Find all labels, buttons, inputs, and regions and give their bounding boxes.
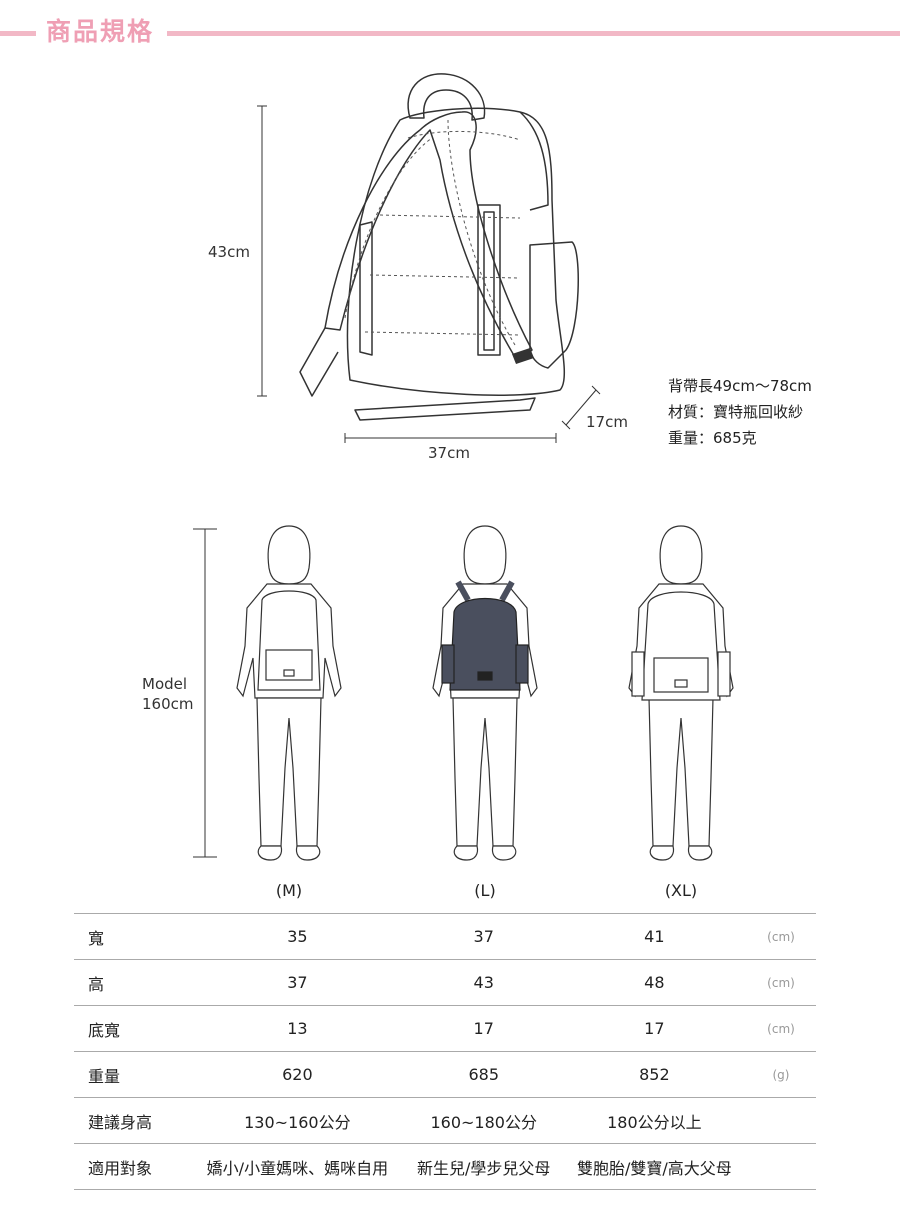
- model-figures: [193, 525, 734, 861]
- handle-icon: [407, 73, 486, 121]
- shoulder-strap: [324, 111, 533, 363]
- size-label-m: (M): [275, 881, 303, 900]
- cell-m: 35: [190, 913, 405, 960]
- size-spec-table: 寬 35 37 41 (cm) 高 37 43 48 (cm) 底寬 13 17…: [74, 913, 816, 1190]
- cell-m: 嬌小/小童媽咪、媽咪自用: [190, 1143, 405, 1190]
- cell-l: 43: [404, 959, 563, 1006]
- unit-label: (g): [746, 1051, 816, 1098]
- cell-l: 37: [404, 913, 563, 960]
- row-label: 重量: [74, 1051, 190, 1098]
- table-row: 高 37 43 48 (cm): [74, 959, 816, 1006]
- backpack-diagram: [257, 73, 601, 443]
- unit-label: (cm): [746, 1005, 816, 1052]
- cell-l: 17: [404, 1005, 563, 1052]
- size-label-xl: (XL): [664, 881, 698, 900]
- page-title: 商品規格: [46, 17, 155, 46]
- model-label-line2: 160cm: [142, 695, 194, 713]
- unit-label: (cm): [746, 959, 816, 1006]
- dimension-height-label: 43cm: [208, 243, 250, 261]
- header-line-left: [0, 31, 36, 36]
- header-line-right: [167, 31, 900, 36]
- dimension-width-label: 37cm: [428, 444, 470, 462]
- row-label: 適用對象: [74, 1143, 190, 1190]
- cell-xl: 48: [562, 959, 746, 1006]
- spec-strap-length: 背帶長49cm～78cm: [668, 377, 812, 395]
- spec-material: 材質：寶特瓶回收紗: [668, 403, 804, 421]
- cell-xl: 852: [562, 1051, 746, 1098]
- table-row: 底寬 13 17 17 (cm): [74, 1005, 816, 1052]
- model-height-label: Model 160cm: [142, 674, 194, 714]
- cell-xl: 雙胞胎/雙寶/高大父母: [562, 1143, 746, 1190]
- row-label: 高: [74, 959, 190, 1006]
- cell-m: 13: [190, 1005, 405, 1052]
- dimension-depth-label: 17cm: [586, 413, 628, 431]
- cell-l: 685: [404, 1051, 563, 1098]
- cell-m: 37: [190, 959, 405, 1006]
- unit-label: (cm): [746, 913, 816, 960]
- table-row: 建議身高 130~160公分 160~180公分 180公分以上: [74, 1097, 816, 1144]
- cell-m: 130~160公分: [190, 1097, 405, 1144]
- table-row: 寬 35 37 41 (cm): [74, 913, 816, 960]
- row-label: 底寬: [74, 1005, 190, 1052]
- cell-l: 160~180公分: [404, 1097, 563, 1144]
- cell-xl: 17: [562, 1005, 746, 1052]
- spec-weight: 重量：685克: [668, 429, 757, 447]
- row-label: 寬: [74, 913, 190, 960]
- cell-xl: 180公分以上: [562, 1097, 746, 1144]
- cell-xl: 41: [562, 913, 746, 960]
- unit-label: [746, 1097, 816, 1144]
- cell-m: 620: [190, 1051, 405, 1098]
- unit-label: [746, 1143, 816, 1190]
- table-row: 適用對象 嬌小/小童媽咪、媽咪自用 新生兒/學步兒父母 雙胞胎/雙寶/高大父母: [74, 1143, 816, 1190]
- model-label-line1: Model: [142, 675, 188, 693]
- cell-l: 新生兒/學步兒父母: [404, 1143, 563, 1190]
- size-label-l: (L): [474, 881, 496, 900]
- row-label: 建議身高: [74, 1097, 190, 1144]
- table-row: 重量 620 685 852 (g): [74, 1051, 816, 1098]
